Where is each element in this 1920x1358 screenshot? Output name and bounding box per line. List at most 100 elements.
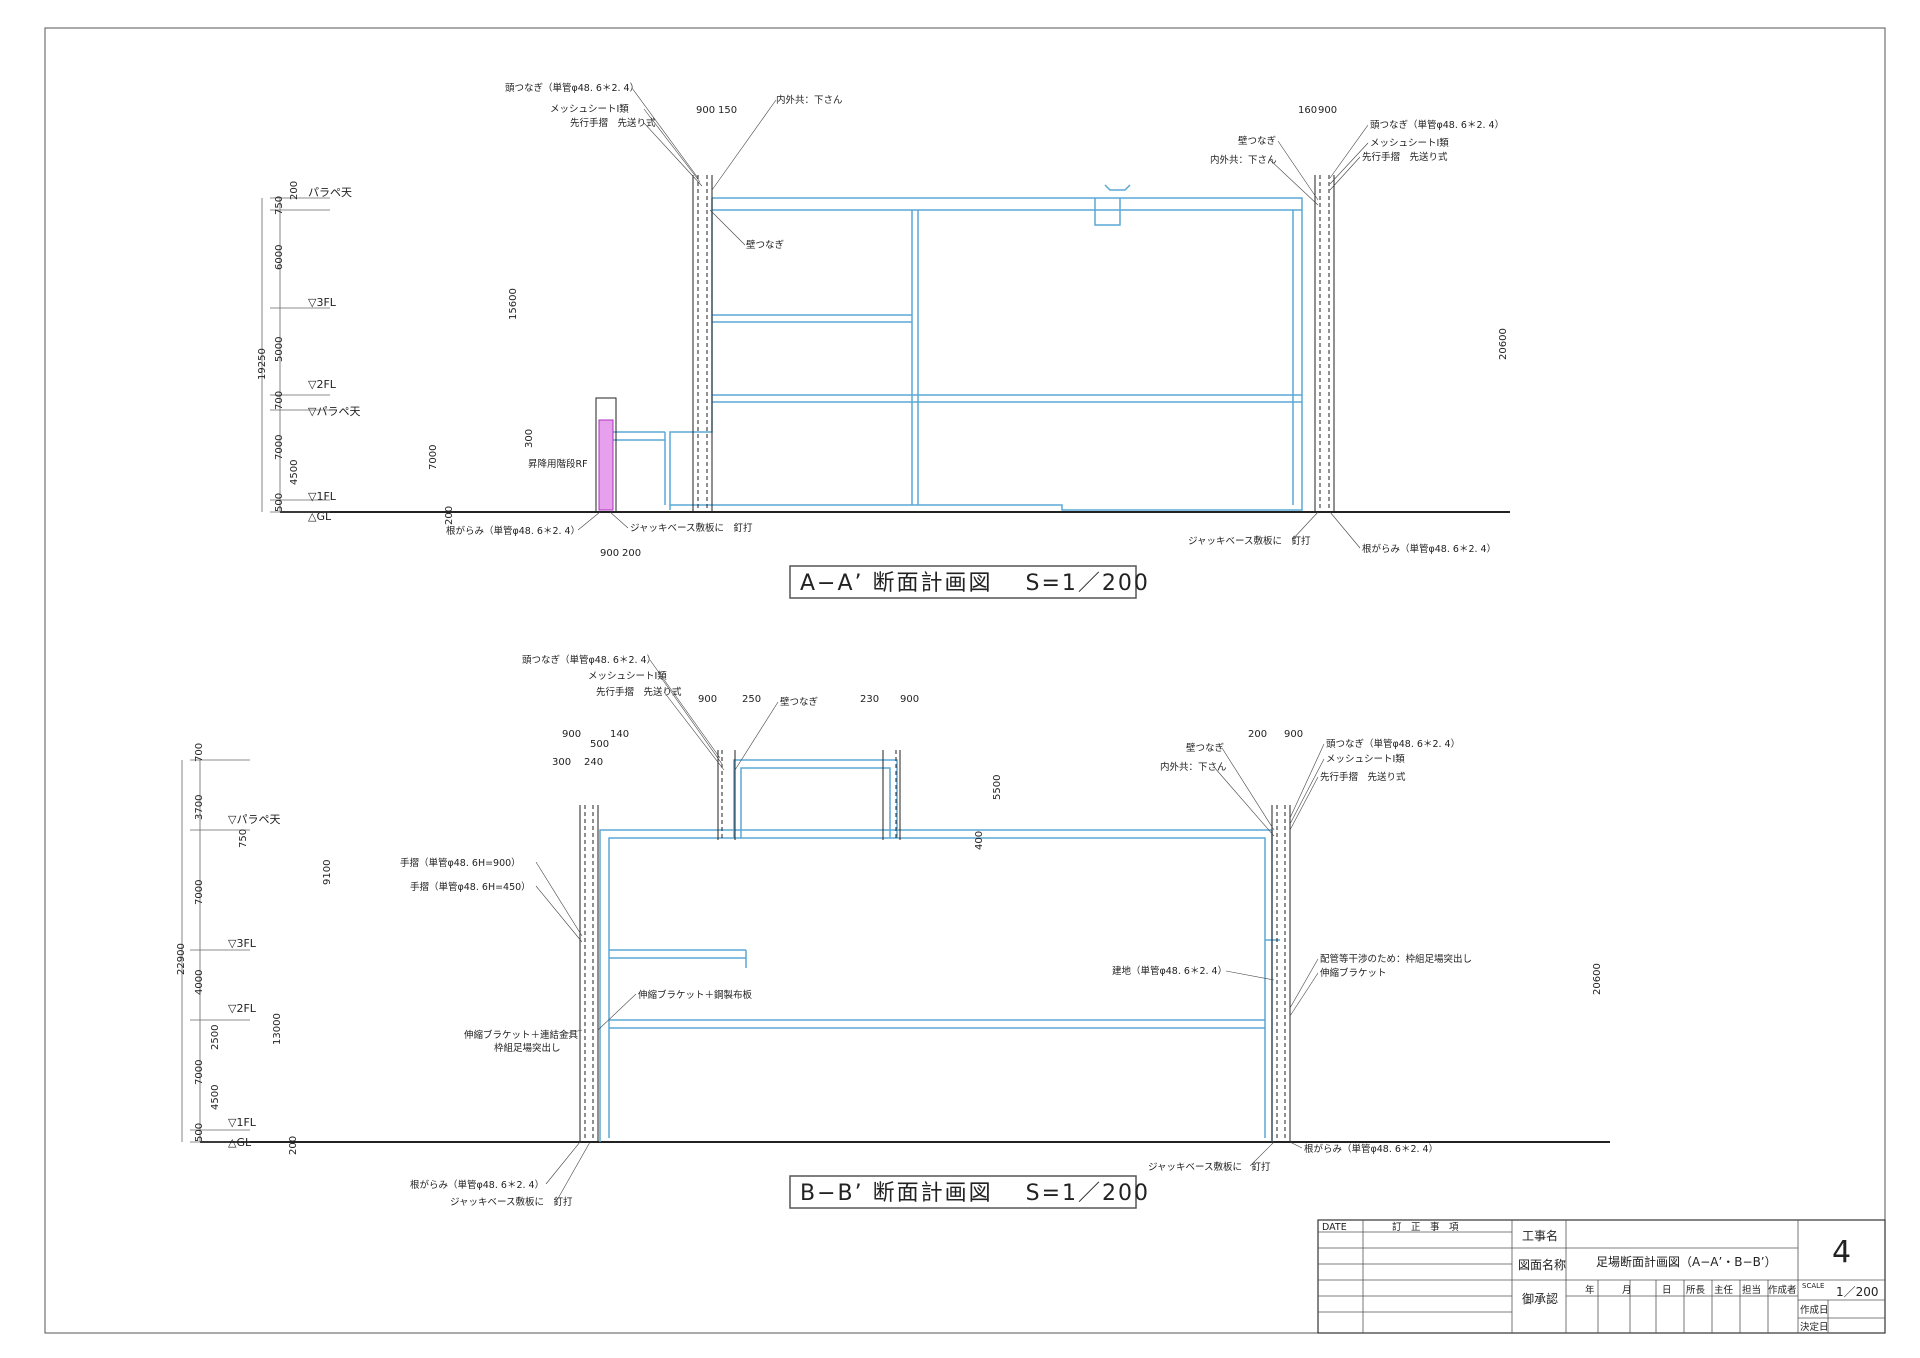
dim-b-top-9: 200 <box>1248 729 1267 740</box>
dim-b-inner-3: 400 <box>974 831 985 850</box>
tb-day: 日 <box>1662 1285 1672 1296</box>
label-a-right-1: 内外共：下さん <box>1210 154 1277 166</box>
dim-b-1: 3700 <box>194 795 205 820</box>
dim-a-inner-3: 200 <box>444 506 455 525</box>
tb-drawing-name: 足場断面計画図（A−A’・B−B’） <box>1596 1254 1777 1269</box>
level-a-0: パラペ天 <box>308 186 352 199</box>
stair-tower-a <box>595 397 617 513</box>
level-scale-a <box>261 197 330 513</box>
dim-a-right-total: 20600 <box>1498 328 1509 360</box>
dim-b-0: 700 <box>194 743 205 762</box>
label-b-left-6: 伸縮ブラケット＋鋼製布板 <box>638 989 753 1001</box>
level-a-4: ▽1FL <box>308 490 337 503</box>
level-a-2: ▽2FL <box>308 378 337 391</box>
scaffold-b-roof <box>717 750 901 840</box>
label-a-right-6: 根がらみ（単管φ48. 6＊2. 4） <box>1362 543 1496 555</box>
label-a-left-0: 頭つなぎ（単管φ48. 6＊2. 4） <box>505 82 639 94</box>
label-b-right-9: 根がらみ（単管φ48. 6＊2. 4） <box>1304 1143 1438 1155</box>
dim-a-top-r0: 160 <box>1298 105 1317 116</box>
label-b-right-6: 伸縮ブラケット <box>1320 967 1387 979</box>
section-b-title: B−B’ 断面計画図 S=1／200 <box>800 1181 1150 1206</box>
dim-a-top-r1: 900 <box>1318 105 1337 116</box>
label-a-left-7: ジャッキベース敷板に 釘打 <box>630 522 753 534</box>
tb-scale: 1／200 <box>1836 1285 1879 1299</box>
label-a-right-2: 頭つなぎ（単管φ48. 6＊2. 4） <box>1370 119 1504 131</box>
dim-b-top-10: 900 <box>1284 729 1303 740</box>
tb-approval-label: 御承認 <box>1522 1291 1558 1306</box>
building-a <box>611 184 1303 511</box>
tb-scale-label: SCALE <box>1802 1282 1824 1290</box>
dim-a-5: 7000 <box>274 435 285 460</box>
label-a-left-5: 昇降用階段RF <box>528 458 588 470</box>
dim-b-top-8: 900 <box>900 694 919 705</box>
dim-b-8: 500 <box>194 1123 205 1142</box>
dim-a-7: 500 <box>274 493 285 512</box>
tb-role-3: 作成者 <box>1768 1284 1797 1296</box>
dim-a-bottom-0: 900 <box>600 548 619 559</box>
label-a-right-0: 壁つなぎ <box>1238 135 1277 147</box>
dim-b-top-1: 500 <box>590 739 609 750</box>
label-b-right-4: 先行手摺 先送り式 <box>1320 771 1406 783</box>
section-b: ▽パラペ天 ▽3FL ▽2FL ▽1FL △GL 700 3700 750 70… <box>176 654 1610 1209</box>
dim-a-inner-0: 15600 <box>508 288 519 320</box>
dim-a-inner-2: 300 <box>524 429 535 448</box>
dim-b-top-5: 900 <box>698 694 717 705</box>
label-b-right-5: 配管等干渉のため：枠組足場突出し <box>1320 953 1472 965</box>
dim-a-top-l1: 150 <box>718 105 737 116</box>
dim-a-0: 200 <box>289 181 300 200</box>
dim-a-1: 750 <box>274 196 285 215</box>
scaffold-a-right <box>1314 175 1335 512</box>
dim-b-6: 7000 <box>194 1060 205 1085</box>
tb-revision: 訂 正 事 項 <box>1392 1221 1459 1233</box>
label-a-right-4: 先行手摺 先送り式 <box>1362 151 1448 163</box>
scaffold-b-right <box>1271 805 1291 1142</box>
label-b-left-10: ジャッキベース敷板に 釘打 <box>450 1196 573 1208</box>
dim-b-top-6: 250 <box>742 694 761 705</box>
building-b <box>599 759 1280 1142</box>
tb-month: 月 <box>1622 1285 1632 1296</box>
level-b-4: △GL <box>228 1136 252 1149</box>
dim-b-top-3: 300 <box>552 757 571 768</box>
title-box-b <box>789 1175 1137 1209</box>
level-b-2: ▽2FL <box>228 1002 257 1015</box>
label-b-right-2: 頭つなぎ（単管φ48. 6＊2. 4） <box>1326 738 1460 750</box>
title-box-a <box>789 565 1137 599</box>
dim-b-top-0: 900 <box>562 729 581 740</box>
leaders-b <box>535 659 1325 1203</box>
dim-a-6: 4500 <box>289 460 300 485</box>
level-b-0: ▽パラペ天 <box>228 813 280 826</box>
tb-created: 作成日 <box>1800 1304 1829 1316</box>
label-a-left-3: 内外共：下さん <box>776 94 843 106</box>
dim-b-2: 750 <box>238 829 249 848</box>
level-b-1: ▽3FL <box>228 937 257 950</box>
label-b-left-4: 手摺（単管φ48. 6H=900） <box>400 857 521 869</box>
dim-b-4: 4000 <box>194 970 205 995</box>
sheet-border <box>44 27 1886 1334</box>
label-a-right-5: ジャッキベース敷板に 釘打 <box>1188 535 1311 547</box>
label-a-left-2: 先行手摺 先送り式 <box>570 117 656 129</box>
dim-b-inner-4: 200 <box>288 1136 299 1155</box>
section-a: パラペ天 ▽3FL ▽2FL ▽パラペ天 ▽1FL △GL 200 750 60… <box>257 82 1510 599</box>
label-b-right-3: メッシュシートⅠ類 <box>1326 754 1405 765</box>
tb-decided: 決定日 <box>1800 1321 1829 1333</box>
tb-drawing-name-label: 図面名称 <box>1518 1257 1566 1272</box>
label-b-left-9: 根がらみ（単管φ48. 6＊2. 4） <box>410 1179 544 1191</box>
label-b-left-8: 枠組足場突出し <box>494 1042 561 1054</box>
dim-b-inner-0: 9100 <box>322 860 333 885</box>
label-b-right-7: 建地（単管φ48. 6＊2. 4） <box>1112 965 1227 977</box>
dim-b-top-2: 140 <box>610 729 629 740</box>
label-b-right-0: 壁つなぎ <box>1186 742 1225 754</box>
tb-year: 年 <box>1585 1284 1595 1296</box>
level-a-1: ▽3FL <box>308 296 337 309</box>
scaffold-b-left <box>579 805 599 1142</box>
label-b-right-8: ジャッキベース敷板に 釘打 <box>1148 1161 1271 1173</box>
dim-a-2: 6000 <box>274 245 285 270</box>
tb-project-label: 工事名 <box>1522 1228 1558 1243</box>
dim-b-right-total: 20600 <box>1592 963 1603 995</box>
dim-b-5: 2500 <box>210 1025 221 1050</box>
level-a-5: △GL <box>308 510 332 523</box>
dim-b-top-7: 230 <box>860 694 879 705</box>
scaffold-a-left <box>692 175 713 512</box>
tb-role-2: 担当 <box>1742 1284 1761 1296</box>
